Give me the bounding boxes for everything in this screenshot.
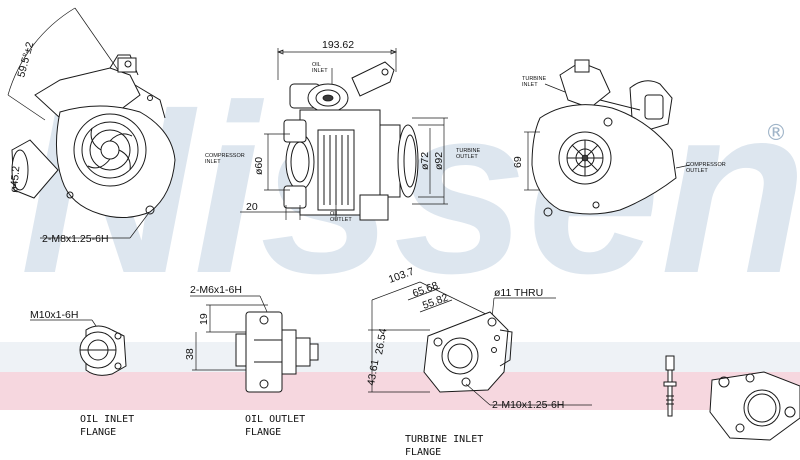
angle-arc bbox=[7, 7, 76, 96]
svg-text:TURBINE: TURBINE bbox=[456, 148, 480, 154]
compressor-outlet-diameter: ø45.2 bbox=[8, 165, 22, 193]
svg-text:TURBINE: TURBINE bbox=[522, 76, 546, 82]
overall-width-dimension: 193.62 bbox=[322, 39, 354, 51]
compressor-inlet-diameter: ø60 bbox=[253, 157, 265, 175]
svg-text:OIL: OIL bbox=[312, 62, 321, 68]
svg-text:OUTLET: OUTLET bbox=[686, 168, 708, 174]
svg-text:OUTLET: OUTLET bbox=[456, 154, 478, 160]
svg-text:FLANGE: FLANGE bbox=[80, 427, 116, 438]
oil-inlet-thread: M10x1-6H bbox=[30, 309, 78, 321]
svg-text:OIL: OIL bbox=[330, 211, 339, 217]
svg-text:COMPRESSOR: COMPRESSOR bbox=[205, 153, 245, 159]
turbine-outlet-diameter-b: ø92 bbox=[433, 152, 445, 170]
center-housing-ribs bbox=[323, 135, 349, 205]
svg-text:FLANGE: FLANGE bbox=[405, 447, 441, 458]
oil-outlet-dimension-19: 19 bbox=[198, 313, 210, 325]
tif-hole-label: ø11 THRU bbox=[494, 287, 543, 299]
oil-outlet-thread: 2-M6x1-6H bbox=[190, 284, 242, 296]
oil-outlet-flange: 2-M6x1-6H 19 38 OIL OUTLET FLANGE bbox=[184, 284, 319, 438]
view-turbine-side: TURBINE INLET 69 COMPRESSOR OUTL bbox=[512, 59, 726, 217]
tif-dimension-26-54: 26.54 bbox=[373, 327, 389, 355]
svg-text:COMPRESSOR: COMPRESSOR bbox=[686, 162, 726, 168]
svg-text:INLET: INLET bbox=[205, 159, 221, 165]
svg-text:FLANGE: FLANGE bbox=[245, 427, 281, 438]
offset-dimension-20: 20 bbox=[246, 201, 258, 213]
svg-text:OIL OUTLET: OIL OUTLET bbox=[245, 414, 305, 425]
svg-text:TURBINE INLET: TURBINE INLET bbox=[405, 434, 483, 445]
oil-inlet-flange: M10x1-6H OIL INLET FLANGE bbox=[30, 309, 134, 438]
view-top: 193.62 OIL INLET COMPRES bbox=[205, 39, 480, 223]
stud-and-gasket bbox=[663, 355, 800, 441]
pink-band bbox=[0, 372, 800, 410]
svg-text:OUTLET: OUTLET bbox=[330, 217, 352, 223]
svg-text:OIL INLET: OIL INLET bbox=[80, 414, 134, 425]
svg-text:INLET: INLET bbox=[522, 82, 538, 88]
registered-mark: ® bbox=[765, 121, 787, 146]
height-dimension-69: 69 bbox=[512, 156, 524, 168]
svg-text:INLET: INLET bbox=[312, 68, 328, 74]
turbine-flange-thread-label: 2-M8x1.25-6H bbox=[42, 233, 109, 245]
tif-dimension-43-61: 43.61 bbox=[365, 358, 381, 386]
tif-thread-label: 2-M10x1.25-6H bbox=[492, 399, 564, 411]
turbine-outlet-diameter-a: ø72 bbox=[419, 152, 431, 170]
oil-outlet-dimension-38: 38 bbox=[184, 348, 196, 360]
compressor-wheel-blades-icon bbox=[87, 127, 133, 171]
view-compressor-side: 59.5°±2 ø45.2 2-M8x1.25-6H bbox=[7, 7, 176, 245]
